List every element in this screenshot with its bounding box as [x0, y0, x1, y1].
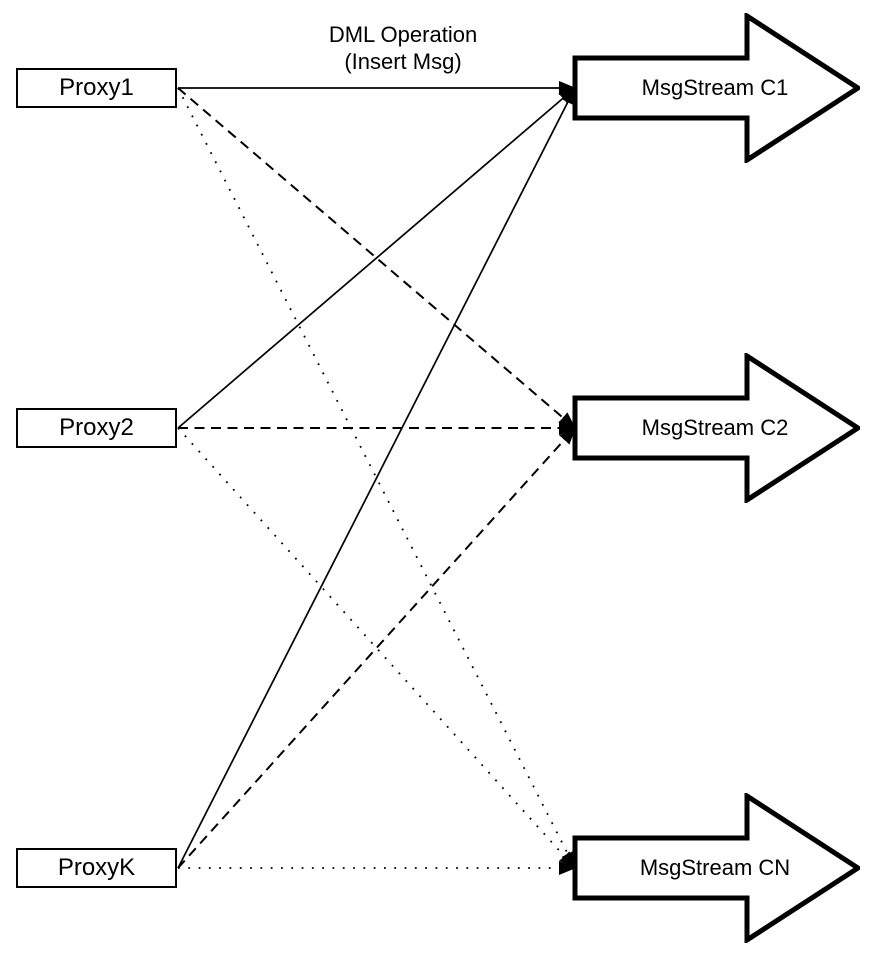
- edge-proxy1-cn: [177, 87, 576, 869]
- title-line2: (Insert Msg): [344, 49, 462, 74]
- node-proxyk: ProxyK: [16, 848, 177, 888]
- title-line1: DML Operation: [328, 22, 478, 47]
- edge-proxyk-c2: [177, 427, 576, 869]
- node-proxy2: Proxy2: [16, 408, 177, 448]
- edge-proxyk-c1: [177, 87, 576, 869]
- block-arrow-shape: [572, 793, 860, 943]
- msgstream-c2-label: MsgStream C2: [641, 415, 789, 440]
- node-proxyk-label: ProxyK: [57, 854, 136, 881]
- msgstream-cn-label: MsgStream CN: [639, 855, 791, 880]
- node-proxy1-label: Proxy1: [59, 74, 134, 101]
- edge-proxy2-c1: [177, 87, 576, 429]
- edge-proxy1-c2: [177, 87, 576, 429]
- msgstream-c1-label: MsgStream C1: [641, 75, 789, 100]
- diagram-title: DML Operation (Insert Msg): [253, 21, 553, 75]
- node-proxy2-label: Proxy2: [59, 414, 134, 441]
- msgstream-cn-arrow: [572, 793, 860, 943]
- block-arrow-shape: [572, 13, 860, 163]
- msgstream-c1-arrow: [572, 13, 860, 163]
- block-arrow-shape: [572, 353, 860, 503]
- msgstream-c2-arrow: [572, 353, 860, 503]
- node-proxy1: Proxy1: [16, 68, 177, 108]
